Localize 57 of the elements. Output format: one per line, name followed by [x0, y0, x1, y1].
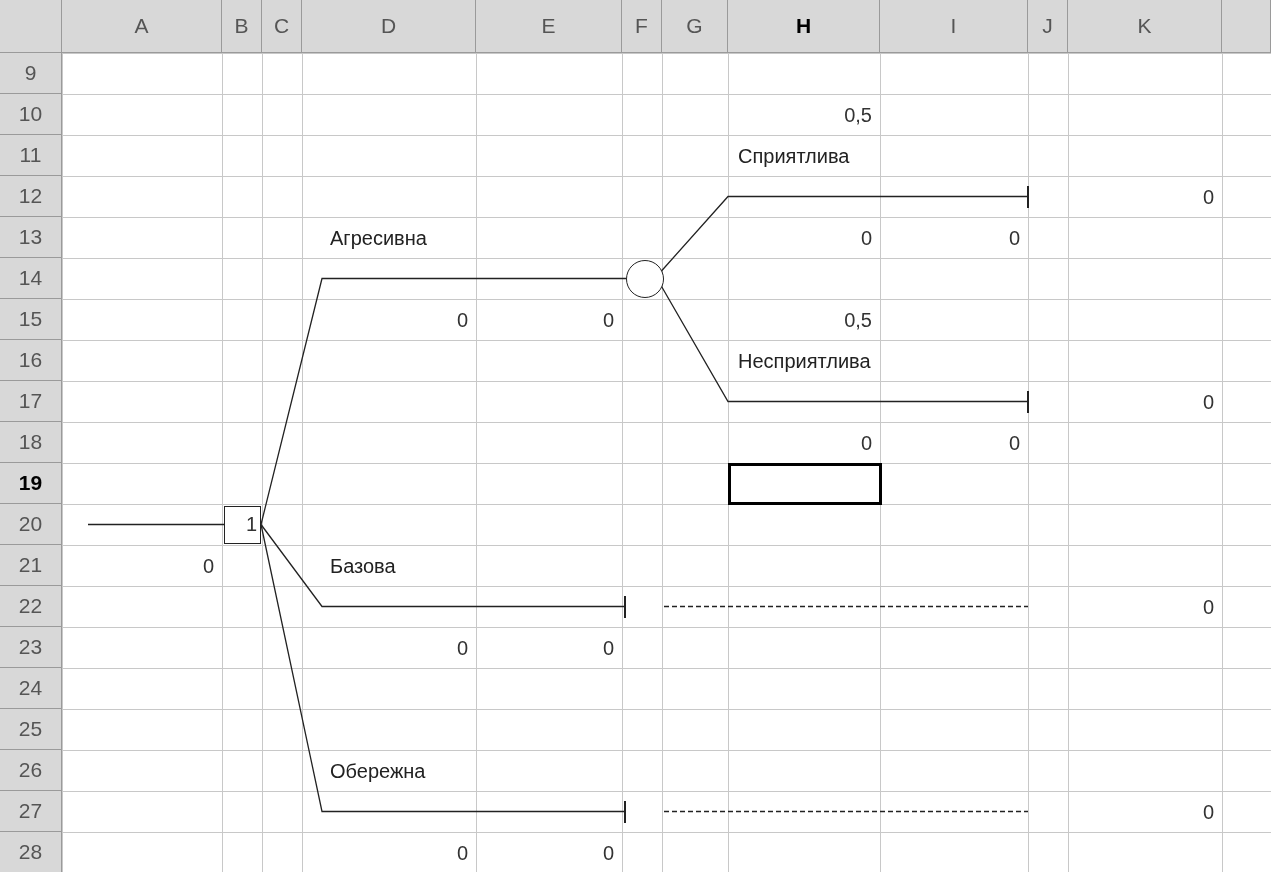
- column-header: C: [262, 0, 302, 53]
- cell-value: 0: [601, 635, 614, 661]
- column-header: A: [62, 0, 222, 53]
- cell-value: 0: [859, 225, 872, 251]
- column-header: H: [728, 0, 880, 53]
- cell-value: 0: [455, 307, 468, 333]
- row-header: 24: [0, 668, 62, 709]
- row-header: 12: [0, 176, 62, 217]
- column-header: G: [662, 0, 728, 53]
- branch-line: [87, 523, 225, 526]
- row-header: 25: [0, 709, 62, 750]
- cell-value: 0: [601, 840, 614, 866]
- row-header: 14: [0, 258, 62, 299]
- row-header: 20: [0, 504, 62, 545]
- row-header: 19: [0, 463, 62, 504]
- branch-line: [260, 277, 627, 526]
- row-header: 22: [0, 586, 62, 627]
- column-header: J: [1028, 0, 1068, 53]
- cell-value: 0: [201, 553, 214, 579]
- row-header: 18: [0, 422, 62, 463]
- row-header: 26: [0, 750, 62, 791]
- cell-value: 0: [1201, 594, 1214, 620]
- branch-line: [260, 523, 625, 608]
- row-header: 10: [0, 94, 62, 135]
- row-header: 23: [0, 627, 62, 668]
- row-header: 17: [0, 381, 62, 422]
- cell-value: 0: [455, 635, 468, 661]
- column-header: F: [622, 0, 662, 53]
- column-header: B: [222, 0, 262, 53]
- cell-value: 0: [859, 430, 872, 456]
- row-header: 9: [0, 53, 62, 94]
- row-header: 28: [0, 832, 62, 872]
- column-header: K: [1068, 0, 1222, 53]
- cell-value: 0: [1201, 799, 1214, 825]
- row-header: 27: [0, 791, 62, 832]
- cell-value: 0: [601, 307, 614, 333]
- cell-value: 0: [1007, 430, 1020, 456]
- branch-line: [660, 195, 1028, 273]
- decision-box: 1: [224, 505, 261, 544]
- cell-value: 0,5: [843, 102, 872, 128]
- chance-circle: [626, 259, 664, 298]
- column-header: I: [880, 0, 1028, 53]
- column-header: E: [476, 0, 622, 53]
- cell-value: 0: [1201, 389, 1214, 415]
- cell-value: 0: [455, 840, 468, 866]
- dashed-line: [663, 605, 1029, 608]
- row-header: 15: [0, 299, 62, 340]
- row-header: 21: [0, 545, 62, 586]
- cell-value: 0,5: [843, 307, 872, 333]
- column-header: D: [302, 0, 476, 53]
- row-header: 16: [0, 340, 62, 381]
- branch-line: [660, 284, 1028, 403]
- cell-value: 0: [1007, 225, 1020, 251]
- row-header: 11: [0, 135, 62, 176]
- cell-value: 0: [1201, 184, 1214, 210]
- row-header: 13: [0, 217, 62, 258]
- dashed-line: [663, 810, 1029, 813]
